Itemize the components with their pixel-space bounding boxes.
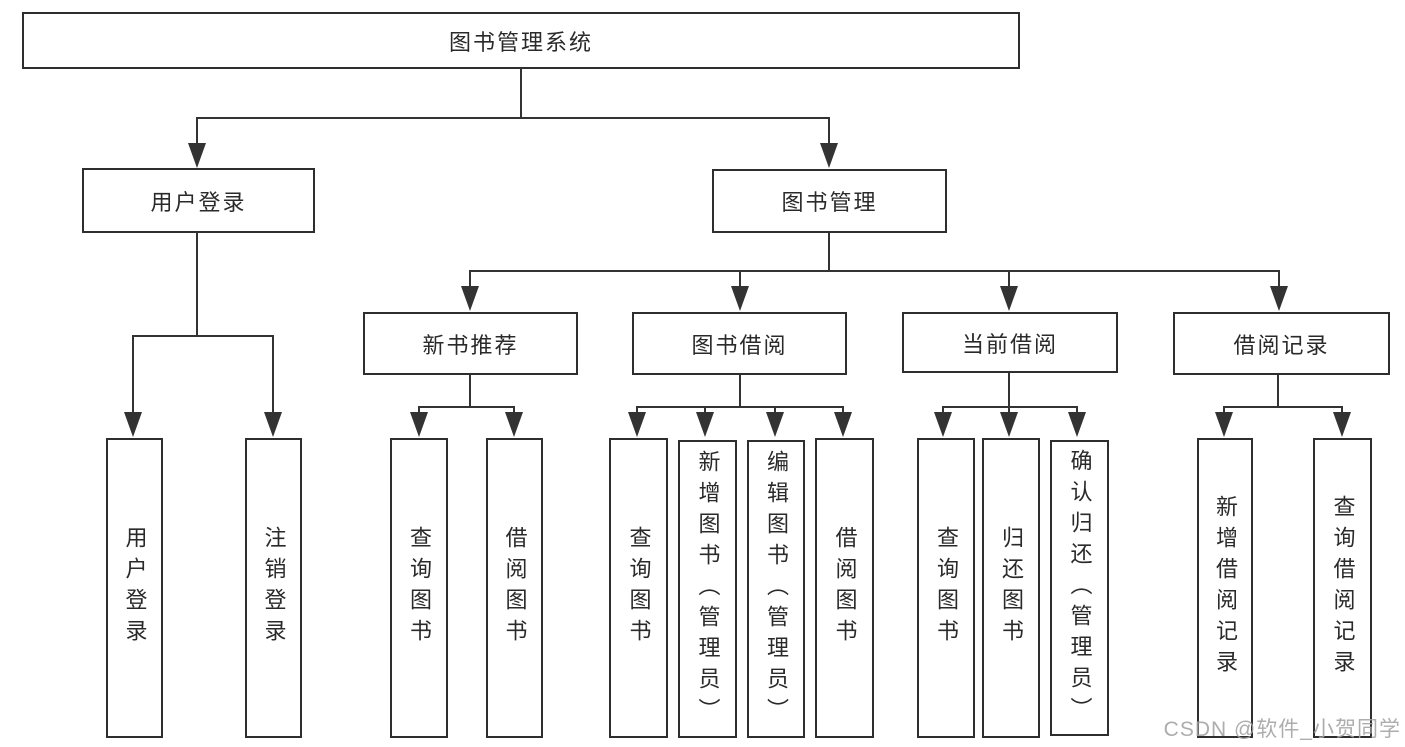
connector-line bbox=[842, 406, 844, 415]
arrow-down-icon bbox=[188, 143, 206, 168]
leaf-logout: 注销登录 bbox=[245, 438, 302, 738]
leaf-label: 新增借阅记录 bbox=[1213, 495, 1238, 681]
leaf-records-query-borrow-record: 查询借阅记录 bbox=[1313, 438, 1372, 738]
leaf-current-query-books: 查询图书 bbox=[917, 438, 975, 738]
leaf-label: 查询图书 bbox=[626, 526, 652, 650]
leaf-newbook-query-books: 查询图书 bbox=[390, 438, 448, 738]
connector-line bbox=[196, 232, 198, 336]
connector-line bbox=[636, 406, 844, 408]
leaf-borrow-edit-books-admin: 编辑图书（管理员） bbox=[747, 440, 805, 738]
leaf-label: 新增图书（管理员） bbox=[695, 449, 721, 729]
connector-line bbox=[1223, 406, 1225, 415]
leaf-borrow-query-books: 查询图书 bbox=[609, 438, 668, 738]
leaf-borrow-borrow-books: 借阅图书 bbox=[815, 438, 874, 738]
leaf-label: 用户登录 bbox=[122, 526, 148, 650]
leaf-borrow-add-books-admin: 新增图书（管理员） bbox=[678, 440, 737, 738]
leaf-label: 借阅图书 bbox=[502, 526, 528, 650]
connector-line bbox=[739, 375, 741, 408]
connector-line bbox=[469, 375, 471, 408]
arrow-down-icon bbox=[461, 286, 479, 311]
connector-line bbox=[704, 406, 706, 415]
leaf-label: 注销登录 bbox=[261, 526, 287, 650]
arrow-down-icon bbox=[934, 412, 952, 437]
arrow-down-icon bbox=[264, 412, 282, 437]
arrow-down-icon bbox=[1000, 286, 1018, 311]
leaf-records-add-borrow-record: 新增借阅记录 bbox=[1197, 438, 1253, 738]
node-user-login: 用户登录 bbox=[82, 168, 315, 233]
arrow-down-icon bbox=[1215, 412, 1233, 437]
csdn-watermark: CSDN @软件_小贺同学 bbox=[1163, 718, 1401, 741]
arrow-down-icon bbox=[410, 412, 428, 437]
leaf-label: 查询图书 bbox=[407, 526, 432, 650]
connector-line bbox=[942, 406, 944, 415]
leaf-label: 查询图书 bbox=[934, 526, 959, 650]
node-new-book-recommend: 新书推荐 bbox=[363, 312, 578, 375]
leaf-newbook-borrow-books: 借阅图书 bbox=[486, 438, 543, 738]
connector-line bbox=[469, 270, 471, 288]
node-borrow-records: 借阅记录 bbox=[1173, 312, 1390, 375]
leaf-label: 确认归还（管理员） bbox=[1067, 448, 1093, 728]
connector-line bbox=[520, 68, 522, 118]
leaf-label: 编辑图书（管理员） bbox=[764, 449, 789, 729]
connector-line bbox=[196, 117, 830, 119]
leaf-label: 借阅图书 bbox=[832, 526, 858, 650]
connector-line bbox=[132, 335, 134, 413]
connector-line bbox=[272, 335, 274, 413]
connector-line bbox=[774, 406, 776, 415]
leaf-label: 归还图书 bbox=[999, 526, 1024, 650]
arrow-down-icon bbox=[1068, 412, 1086, 437]
connector-line bbox=[418, 406, 420, 415]
connector-line bbox=[1008, 270, 1010, 288]
arrow-down-icon bbox=[766, 412, 784, 437]
connector-line bbox=[1223, 406, 1343, 408]
connector-line bbox=[513, 406, 515, 415]
connector-line bbox=[828, 117, 830, 145]
connector-line bbox=[1076, 406, 1078, 415]
connector-line bbox=[1008, 406, 1010, 415]
node-current-borrow: 当前借阅 bbox=[902, 312, 1118, 373]
leaf-label: 查询借阅记录 bbox=[1330, 495, 1356, 681]
node-book-borrow: 图书借阅 bbox=[632, 312, 847, 375]
connector-line bbox=[828, 233, 830, 272]
connector-line bbox=[636, 406, 638, 415]
arrow-down-icon bbox=[628, 412, 646, 437]
arrow-down-icon bbox=[731, 286, 749, 311]
connector-line bbox=[1341, 406, 1343, 415]
connector-line bbox=[196, 117, 198, 145]
connector-line bbox=[1278, 270, 1280, 288]
arrow-down-icon bbox=[1270, 286, 1288, 311]
leaf-user-login: 用户登录 bbox=[106, 438, 163, 738]
connector-line bbox=[942, 406, 1078, 408]
node-book-management: 图书管理 bbox=[712, 169, 947, 233]
arrow-down-icon bbox=[1000, 412, 1018, 437]
arrow-down-icon bbox=[124, 412, 142, 437]
connector-line bbox=[418, 406, 515, 408]
arrow-down-icon bbox=[505, 412, 523, 437]
leaf-current-confirm-return-admin: 确认归还（管理员） bbox=[1050, 440, 1109, 736]
node-library-management-system: 图书管理系统 bbox=[22, 12, 1020, 69]
connector-line bbox=[132, 335, 274, 337]
connector-line bbox=[1008, 373, 1010, 408]
connector-line bbox=[739, 270, 741, 288]
connector-line bbox=[469, 270, 1280, 272]
arrow-down-icon bbox=[1333, 412, 1351, 437]
arrow-down-icon bbox=[820, 143, 838, 168]
connector-line bbox=[1277, 375, 1279, 408]
arrow-down-icon bbox=[834, 412, 852, 437]
arrow-down-icon bbox=[696, 412, 714, 437]
leaf-current-return-books: 归还图书 bbox=[982, 438, 1040, 738]
